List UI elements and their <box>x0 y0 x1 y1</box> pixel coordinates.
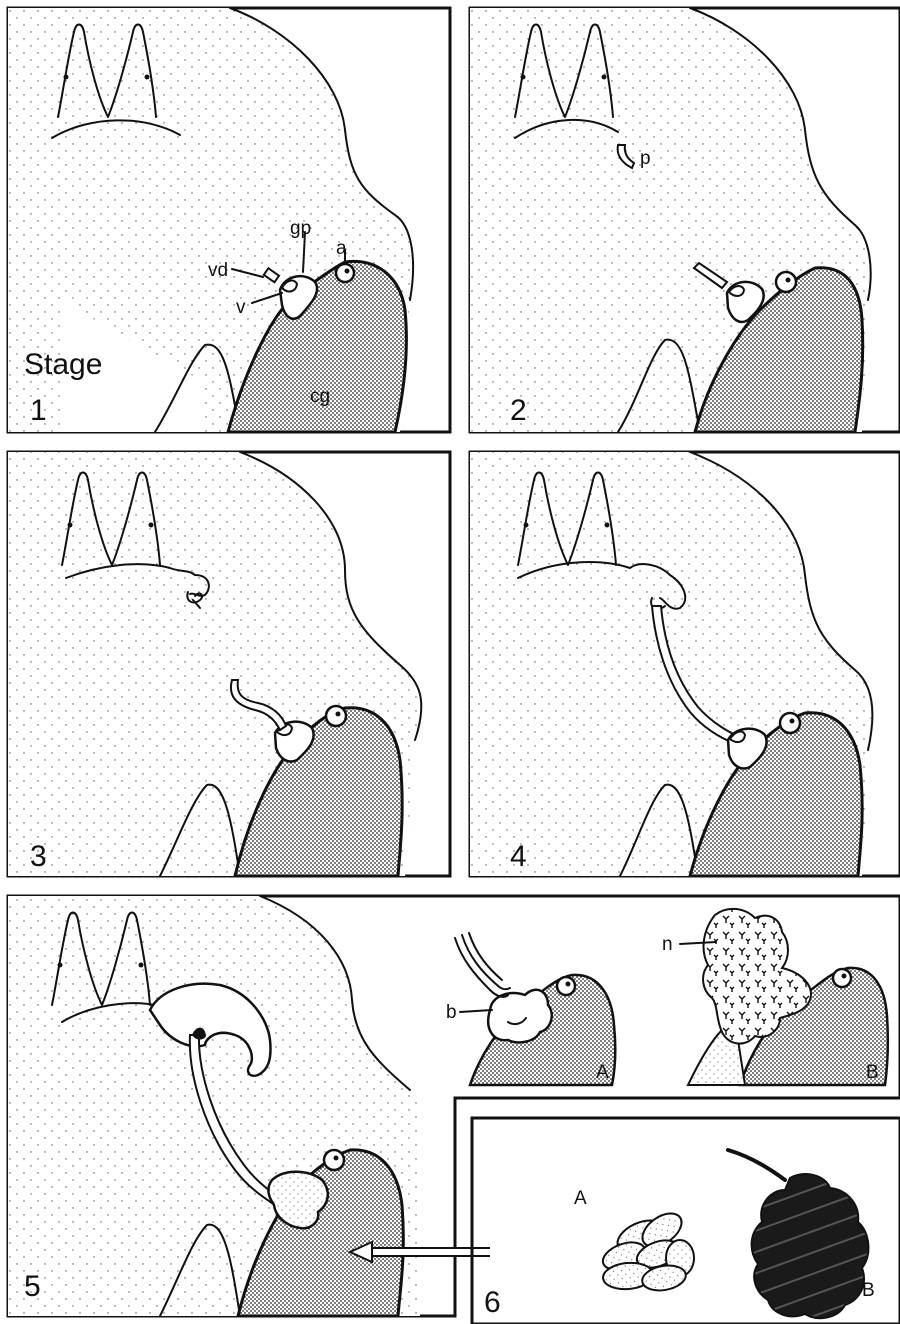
panel-number-2: 2 <box>510 394 527 427</box>
label-gp: gp <box>290 218 311 239</box>
panel-stage-6: A B 6 <box>472 1118 900 1324</box>
panel-number-5: 5 <box>24 1270 41 1303</box>
label-a: a <box>336 238 347 259</box>
panel-stage-4: 4 <box>470 452 900 876</box>
panel-number-3: 3 <box>30 840 47 873</box>
label-cg: cg <box>310 386 330 407</box>
label-5b: B <box>866 1062 879 1083</box>
label-5a: A <box>596 1062 609 1083</box>
label-v: v <box>236 297 246 318</box>
panel-number-1: 1 <box>30 394 47 427</box>
label-vd: vd <box>208 260 228 281</box>
panel-stage-1: vd gp a v cg Stage 1 <box>8 8 450 432</box>
panel-number-6: 6 <box>484 1286 501 1319</box>
label-6a: A <box>574 1188 587 1209</box>
label-6b: B <box>862 1280 875 1301</box>
label-b: b <box>446 1002 457 1023</box>
label-n: n <box>662 934 673 955</box>
panel-stage-2: p 2 <box>470 8 900 432</box>
stage-word: Stage <box>24 348 102 381</box>
panel-number-4: 4 <box>510 840 527 873</box>
panel-stage-3: 3 <box>8 452 450 876</box>
label-p: p <box>640 148 651 169</box>
